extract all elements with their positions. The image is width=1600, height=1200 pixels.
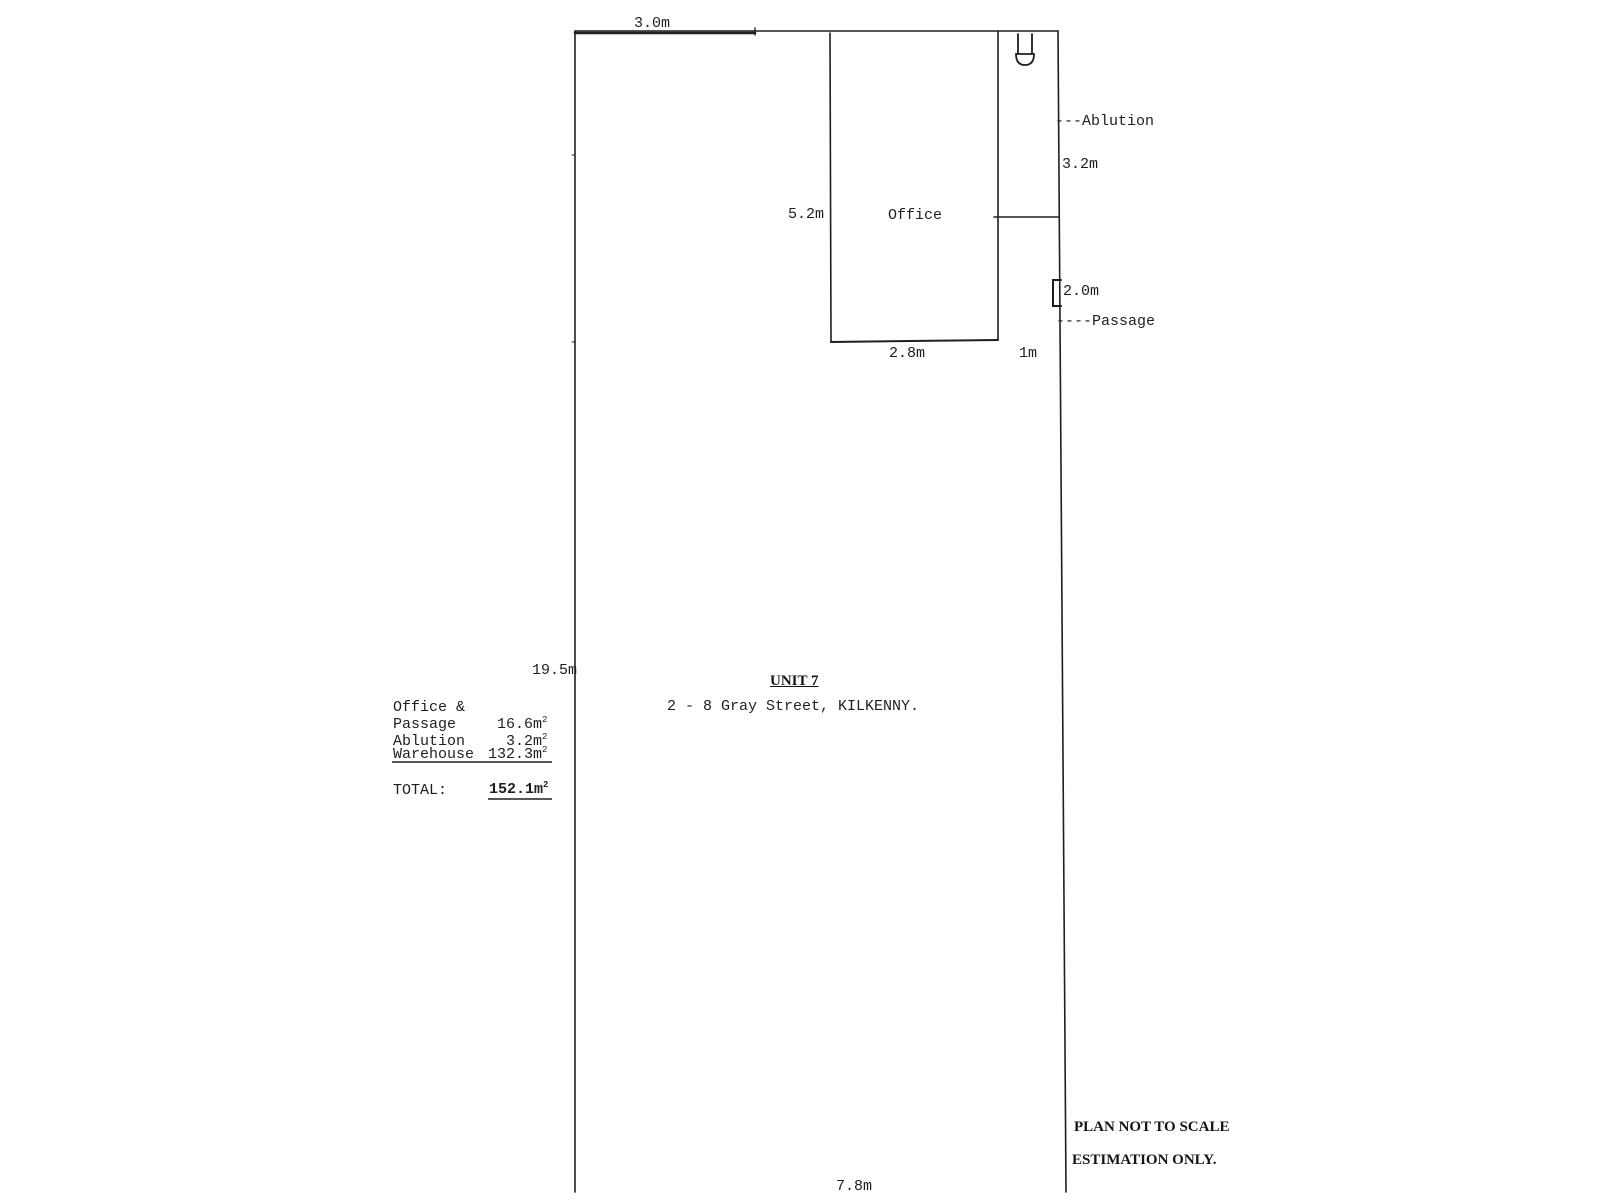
estimation-note: ESTIMATION ONLY. (1072, 1152, 1217, 1168)
right-wall (1057, 30, 1067, 1193)
ablution-label: ---Ablution (1055, 113, 1155, 130)
passage-length-dimension: 2.0m (1063, 283, 1100, 300)
passage-door-icon (1052, 279, 1062, 307)
area-warehouse-value: 132.3m2 (488, 745, 548, 764)
unit-address: 2 - 8 Gray Street, KILKENNY. (667, 698, 920, 715)
area-warehouse-label: Warehouse (393, 746, 475, 763)
office-bottom-wall (830, 339, 999, 343)
unit-width-dimension: 7.8m (836, 1178, 873, 1195)
top-width-dimension: 3.0m (634, 15, 671, 32)
ablution-length-dimension: 3.2m (1062, 156, 1099, 173)
unit-title: UNIT 7 (770, 673, 819, 689)
total-label: TOTAL: (393, 782, 448, 799)
passage-width-dimension: 1m (1019, 345, 1038, 362)
unit-length-dimension: 19.5m (532, 662, 578, 679)
scale-note: PLAN NOT TO SCALE (1074, 1119, 1230, 1135)
toilet-icon (1015, 33, 1035, 66)
area-office-value: 16.6m2 (497, 715, 548, 734)
passage-label: ----Passage (1056, 313, 1156, 330)
office-width-dimension: 2.8m (889, 345, 926, 362)
office-left-wall (829, 32, 832, 343)
office-label: Office (888, 207, 943, 224)
office-height-dimension: 5.2m (788, 206, 825, 223)
area-ablution-value: 3.2m2 (506, 732, 548, 751)
area-passage-label: Passage (393, 716, 457, 733)
total-value: 152.1m2 (489, 780, 549, 799)
area-ablution-label: Ablution (393, 733, 466, 750)
area-office-label: Office & (393, 699, 466, 716)
